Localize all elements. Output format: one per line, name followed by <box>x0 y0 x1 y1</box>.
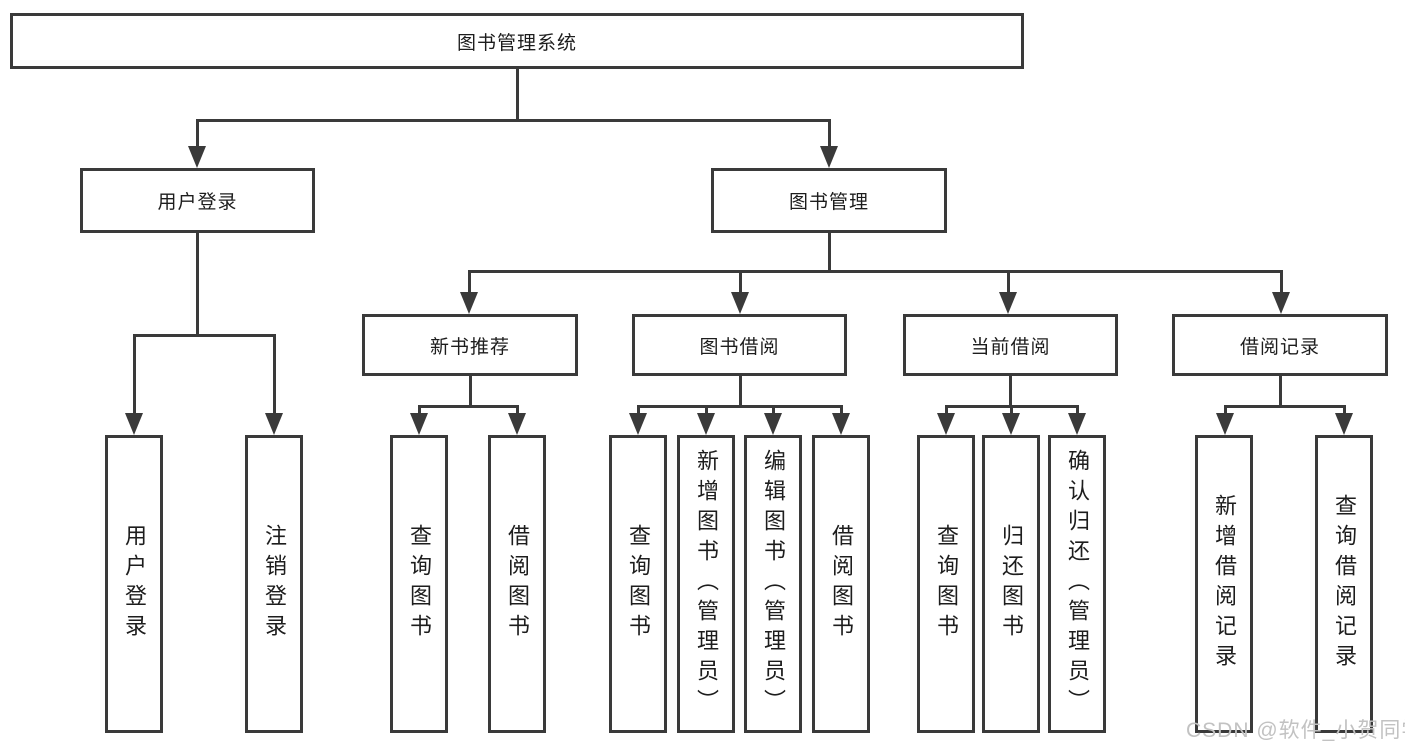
node-label: 用户登录 <box>122 524 147 644</box>
arrowhead-book-borrowing <box>731 292 749 314</box>
arrowhead-leaf-logout <box>265 413 283 435</box>
connector-new-books-rail <box>417 404 519 408</box>
connector-leaf <box>1342 406 1346 418</box>
node-label: 用户登录 <box>157 192 238 213</box>
connector-to-leaf-login <box>132 335 136 417</box>
connector-to-leaf-logout <box>272 335 276 417</box>
node-label: 查询图书 <box>626 524 651 644</box>
arrowhead-leaf <box>1002 413 1020 435</box>
node-current-borrowing: 当前借阅 <box>903 314 1118 376</box>
leaf-return-books: 归还图书 <box>982 435 1040 733</box>
connector-leaf <box>771 406 775 418</box>
leaf-add-borrow-record: 新增借阅记录 <box>1195 435 1253 733</box>
node-book-borrowing: 图书借阅 <box>632 314 847 376</box>
connector-to-current-borrowing <box>1006 271 1010 297</box>
leaf-query-borrow-record: 查询借阅记录 <box>1315 435 1373 733</box>
leaf-borrow-books: 借阅图书 <box>812 435 870 733</box>
node-label: 确认归还（管理员） <box>1065 449 1090 719</box>
node-library-management-system: 图书管理系统 <box>10 13 1024 69</box>
leaf-edit-book-admin: 编辑图书（管理员） <box>744 435 802 733</box>
connector-root-drop <box>515 69 519 120</box>
connector-root-rail <box>195 118 831 122</box>
node-label: 查询借阅记录 <box>1332 494 1357 674</box>
node-label: 注销登录 <box>262 524 287 644</box>
node-label: 借阅记录 <box>1239 336 1320 358</box>
node-label: 归还图书 <box>999 524 1024 644</box>
connector-leaf <box>1075 406 1079 418</box>
connector-to-user-login <box>195 120 199 150</box>
leaf-query-books-recommend: 查询图书 <box>390 435 448 733</box>
arrowhead-user-login <box>188 146 206 168</box>
node-label: 新增图书（管理员） <box>694 449 719 719</box>
arrowhead-book-management <box>820 146 838 168</box>
connector-to-book-borrowing <box>738 271 742 297</box>
arrowhead-leaf <box>832 413 850 435</box>
connector-leaf <box>704 406 708 418</box>
node-label: 当前借阅 <box>970 336 1051 358</box>
node-borrowing-records: 借阅记录 <box>1172 314 1388 376</box>
arrowhead-leaf <box>629 413 647 435</box>
connector-leaf <box>944 406 948 418</box>
node-label: 查询图书 <box>407 524 432 644</box>
connector-book-borrowing-rail <box>636 404 843 408</box>
connector-book-management-rail <box>467 269 1283 273</box>
node-label: 新书推荐 <box>429 336 510 358</box>
connector-book-borrowing-drop <box>738 376 742 408</box>
connector-user-login-rail <box>132 333 276 337</box>
node-label: 借阅图书 <box>505 524 530 644</box>
leaf-logout: 注销登录 <box>245 435 303 733</box>
leaf-borrow-books-recommend: 借阅图书 <box>488 435 546 733</box>
node-label: 图书借阅 <box>699 336 780 358</box>
arrowhead-leaf <box>1068 413 1086 435</box>
leaf-query-books-borrowing: 查询图书 <box>609 435 667 733</box>
arrowhead-leaf <box>1335 413 1353 435</box>
connector-leaf <box>1009 406 1013 418</box>
connector-leaf <box>417 406 421 418</box>
connector-book-management-drop <box>827 233 831 273</box>
node-label: 图书管理系统 <box>456 32 577 54</box>
node-label: 查询图书 <box>934 524 959 644</box>
connector-leaf <box>636 406 640 418</box>
leaf-query-books-current: 查询图书 <box>917 435 975 733</box>
connector-to-borrowing-records <box>1279 271 1283 297</box>
connector-leaf <box>515 406 519 418</box>
connector-user-login-drop <box>195 233 199 337</box>
node-book-management: 图书管理 <box>711 168 947 233</box>
connector-to-new-books <box>467 271 471 297</box>
node-label: 新增借阅记录 <box>1212 494 1237 674</box>
node-label: 编辑图书（管理员） <box>761 449 786 719</box>
arrowhead-leaf-login <box>125 413 143 435</box>
arrowhead-leaf <box>937 413 955 435</box>
arrowhead-borrowing-records <box>1272 292 1290 314</box>
arrowhead-leaf <box>410 413 428 435</box>
connector-leaf <box>839 406 843 418</box>
arrowhead-new-books <box>460 292 478 314</box>
connector-to-book-management <box>827 120 831 150</box>
node-new-book-recommendation: 新书推荐 <box>362 314 578 376</box>
connector-leaf <box>1223 406 1227 418</box>
node-user-login: 用户登录 <box>80 168 315 233</box>
arrowhead-leaf <box>697 413 715 435</box>
csdn-watermark: CSDN @软件_小贺同学 <box>1186 719 1405 742</box>
connector-borrowing-records-drop <box>1278 376 1282 408</box>
node-label: 借阅图书 <box>829 524 854 644</box>
arrowhead-leaf <box>1216 413 1234 435</box>
node-label: 图书管理 <box>788 192 869 213</box>
leaf-confirm-return-admin: 确认归还（管理员） <box>1048 435 1106 733</box>
leaf-user-login: 用户登录 <box>105 435 163 733</box>
connector-borrowing-records-rail <box>1223 404 1346 408</box>
arrowhead-leaf <box>508 413 526 435</box>
arrowhead-current-borrowing <box>999 292 1017 314</box>
connector-current-borrowing-drop <box>1008 376 1012 408</box>
leaf-add-book-admin: 新增图书（管理员） <box>677 435 735 733</box>
arrowhead-leaf <box>764 413 782 435</box>
connector-new-books-drop <box>468 376 472 408</box>
